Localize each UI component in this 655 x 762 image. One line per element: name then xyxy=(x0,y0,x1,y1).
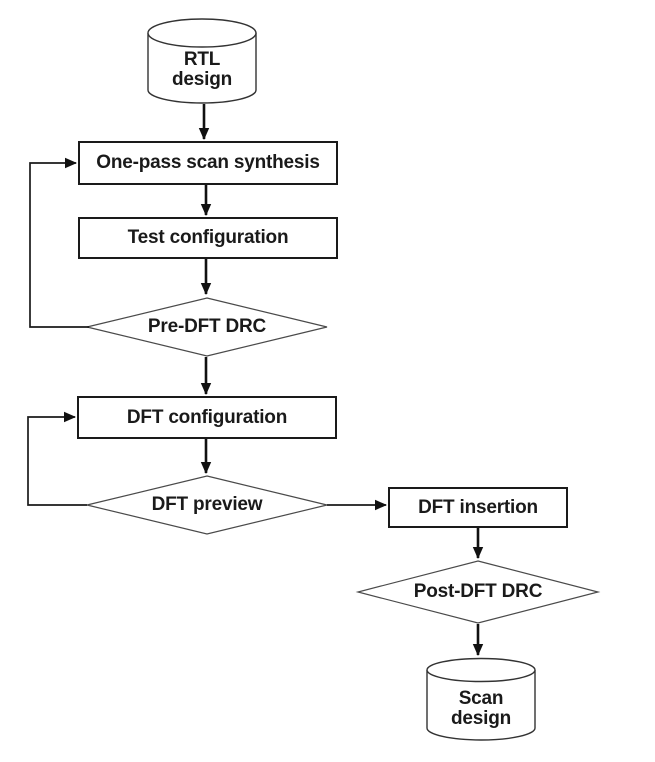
node-pre-dft-drc-shape xyxy=(86,297,328,357)
node-one-pass-scan-synthesis-shape xyxy=(78,141,338,185)
feedback-arrow-pre-dft-to-one-pass xyxy=(29,157,89,328)
node-test-configuration-shape xyxy=(78,217,338,259)
node-scan-design-shape xyxy=(426,657,536,741)
node-dft-insertion-shape xyxy=(388,487,568,528)
feedback-arrow-preview-to-dft-config xyxy=(27,411,87,506)
node-dft-configuration-shape xyxy=(77,396,337,439)
node-rtl-design-shape xyxy=(147,18,257,104)
node-dft-preview-shape xyxy=(86,475,328,535)
node-post-dft-drc-shape xyxy=(355,560,601,624)
